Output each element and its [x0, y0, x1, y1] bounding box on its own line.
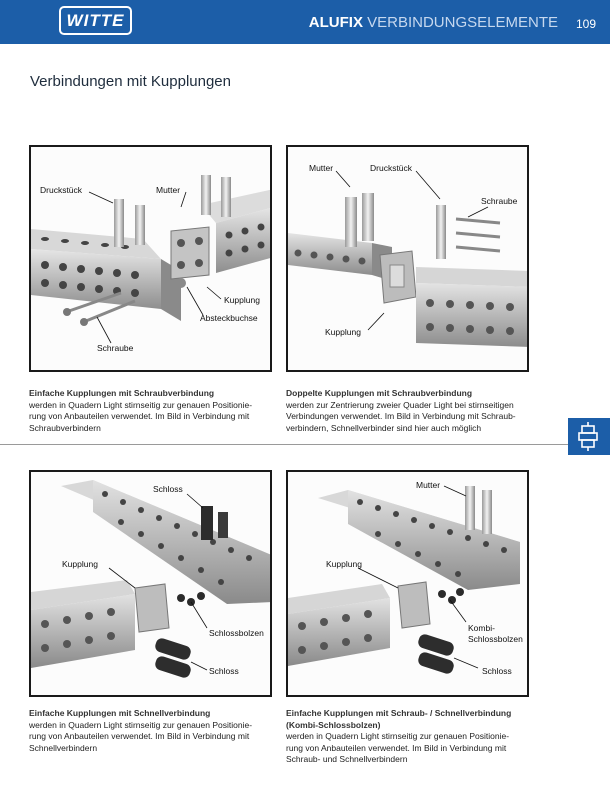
caption-line: werden in Quadern Light stirnseitig zur …	[286, 731, 510, 741]
figure-4-caption: Einfache Kupplungen mit Schraub- / Schne…	[286, 708, 526, 766]
figure-1-illustration	[31, 175, 270, 344]
figure-2-caption: Doppelte Kupplungen mit Schraubverbindun…	[286, 388, 526, 434]
figure-1-caption: Einfache Kupplungen mit Schraubverbindun…	[29, 388, 269, 434]
figure-1-image: Druckstück Mutter Kupplung Absteckbuchse…	[29, 145, 272, 372]
section-divider	[0, 444, 568, 445]
caption-heading: Einfache Kupplungen mit Schraubverbindun…	[29, 388, 215, 398]
label-schraube: Schraube	[97, 343, 134, 353]
caption-line: rung von Anbauteilen verwendet. Im Bild …	[29, 731, 250, 741]
caption-heading: Einfache Kupplungen mit Schraub- / Schne…	[286, 708, 512, 718]
caption-heading: Einfache Kupplungen mit Schnellverbindun…	[29, 708, 211, 718]
label-schraube: Schraube	[481, 196, 518, 206]
label-druckstueck: Druckstück	[370, 163, 413, 173]
figure-2-illustration	[288, 170, 527, 347]
connector-icon	[578, 422, 598, 451]
label-schloss: Schloss	[209, 666, 239, 676]
caption-line: rung von Anbauteilen verwendet. Im Bild …	[29, 411, 250, 421]
label-mutter: Mutter	[156, 185, 181, 195]
caption-line: werden in Quadern Light stirnseitig zur …	[29, 719, 253, 730]
label-kupplung: Kupplung	[62, 559, 98, 569]
caption-line: rung von Anbauteilen verwendet. Im Bild …	[286, 742, 507, 753]
label-mutter: Mutter	[309, 163, 334, 173]
figure-2-image: Mutter Druckstück Schraube Kupplung	[286, 145, 529, 372]
caption-line: Verbindungen verwendet. Im Bild in Verbi…	[286, 411, 516, 421]
label-schlossbolzen: Schlossbolzen	[209, 628, 264, 638]
label-druckstueck: Druckstück	[40, 185, 83, 195]
witte-logo: WITTE	[59, 6, 132, 35]
caption-line: Schraubverbindern	[29, 422, 101, 433]
side-tab	[568, 418, 610, 455]
label-schloss: Schloss	[482, 666, 512, 676]
figure-3-image: Schloss Kupplung Schlossbolzen Schloss	[29, 470, 272, 697]
label-mutter: Mutter	[416, 480, 441, 490]
caption-line: werden zur Zentrierung zweier Quader Lig…	[286, 399, 514, 410]
page-number: 109	[575, 17, 596, 31]
logo-text: WITTE	[66, 10, 125, 30]
label-kupplung: Kupplung	[325, 327, 361, 337]
figure-4-image: Mutter Kupplung Kombi- Schlossbolzen Sch…	[286, 470, 529, 697]
caption-line: Schraub- und Schnellverbindern	[286, 754, 408, 764]
page-header: WITTE ALUFIX VERBINDUNGSELEMENTE 109	[0, 0, 610, 44]
label-schloss: Schloss	[153, 484, 183, 494]
caption-heading-2: (Kombi-Schlossbolzen)	[286, 719, 381, 730]
caption-heading: Doppelte Kupplungen mit Schraubverbindun…	[286, 388, 473, 398]
section-title: ALUFIX VERBINDUNGSELEMENTE	[309, 14, 558, 31]
label-schlossbolzen: Schlossbolzen	[468, 634, 523, 644]
page-title: Verbindungen mit Kupplungen	[30, 73, 231, 90]
label-kupplung: Kupplung	[224, 295, 260, 305]
figure-3-illustration	[31, 480, 270, 678]
caption-line: werden in Quadern Light stirnseitig zur …	[29, 399, 253, 410]
label-absteckbuchse: Absteckbuchse	[200, 313, 258, 323]
figure-3-caption: Einfache Kupplungen mit Schnellverbindun…	[29, 708, 269, 754]
caption-line: verbindern, Schnellverbinder sind hier a…	[286, 422, 482, 433]
section-title-brand: ALUFIX	[308, 14, 363, 31]
caption-line: Schnellverbindern	[29, 742, 98, 753]
label-kombi: Kombi-	[468, 623, 495, 633]
label-kupplung: Kupplung	[326, 559, 362, 569]
section-title-rest: VERBINDUNGSELEMENTE	[362, 14, 558, 31]
figure-4-illustration	[288, 485, 520, 674]
